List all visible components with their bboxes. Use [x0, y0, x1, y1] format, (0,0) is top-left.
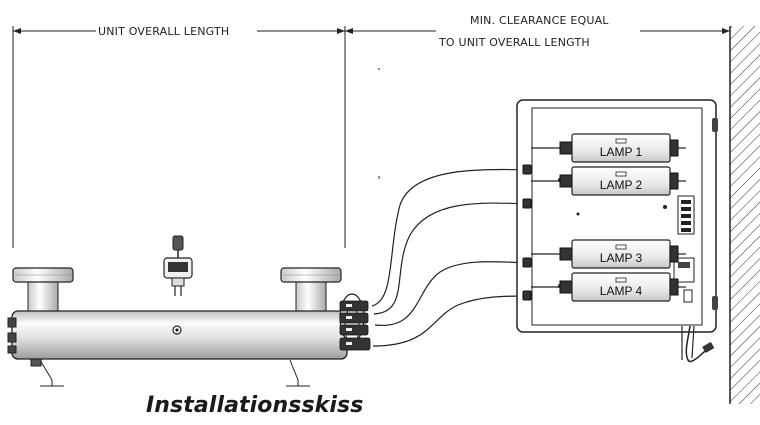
- lamp-ballast-2: LAMP 2: [531, 166, 686, 196]
- lamp-label-3: LAMP 3: [600, 251, 643, 265]
- lamp-cables: [371, 168, 529, 347]
- lamp-ballast-4: LAMP 4: [531, 272, 686, 302]
- lamp-ballast-1: LAMP 1: [531, 133, 686, 163]
- lamp-label-4: LAMP 4: [600, 284, 643, 298]
- lamp-ballast-3: LAMP 3: [531, 239, 686, 269]
- unit-length-label: UNIT OVERALL LENGTH: [98, 25, 229, 38]
- uv-sensor: [163, 235, 193, 296]
- wall: [729, 26, 760, 404]
- lamp-label-2: LAMP 2: [600, 178, 643, 192]
- lamp-ballasts: LAMP 1 LAMP 2 LAMP 3 LAMP 4: [531, 133, 686, 302]
- dimension-unit-length: [12, 26, 346, 248]
- uv-chamber: [7, 267, 371, 387]
- clearance-label-line1: MIN. CLEARANCE EQUAL: [470, 14, 609, 27]
- clearance-label-line2: TO UNIT OVERALL LENGTH: [438, 36, 590, 49]
- dimension-clearance: [345, 28, 730, 179]
- diagram-caption: Installationsskiss: [146, 393, 364, 418]
- lamp-label-1: LAMP 1: [600, 145, 643, 159]
